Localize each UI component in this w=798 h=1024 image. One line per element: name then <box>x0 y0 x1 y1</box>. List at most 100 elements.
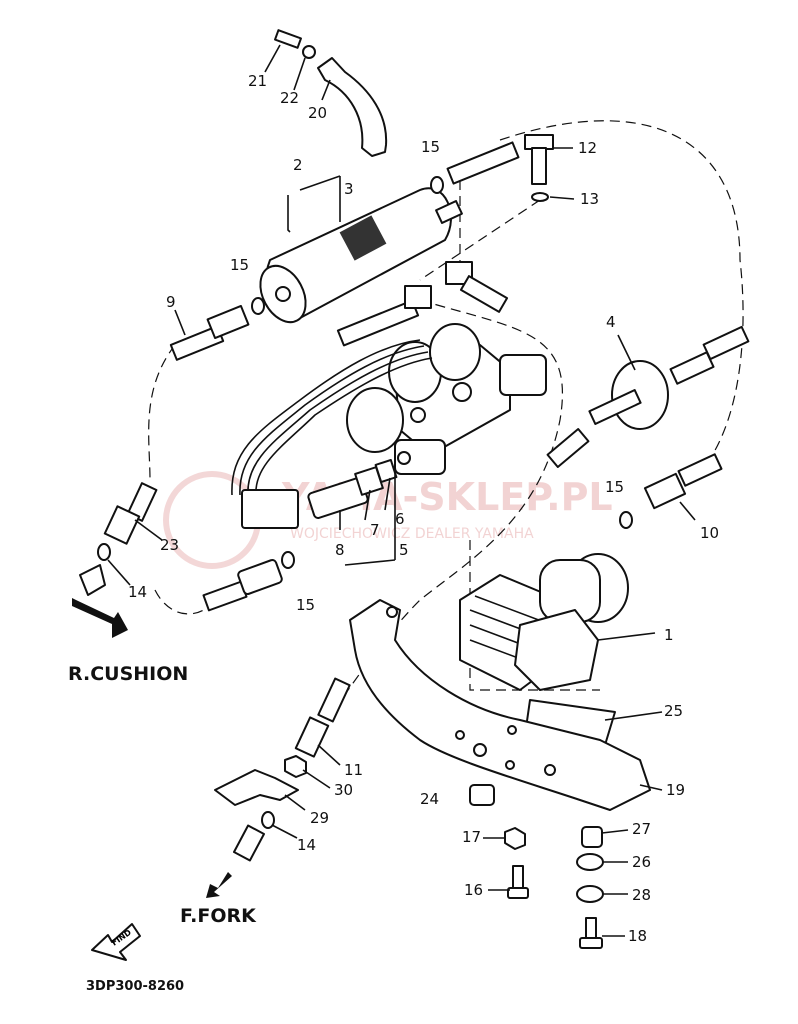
part-number-26: 26 <box>632 853 651 871</box>
leader-20 <box>321 79 331 101</box>
hose-fitting-11-nut <box>294 716 330 758</box>
leader-22 <box>293 57 306 91</box>
part-number-15-upper: 15 <box>421 138 440 156</box>
main-bracket-19 <box>349 599 651 811</box>
leader-9 <box>174 309 186 336</box>
bracket-hole-3 <box>507 725 517 735</box>
bracket-hole-4 <box>544 764 556 776</box>
oring-13 <box>531 192 549 202</box>
bracket-hole-6 <box>505 760 515 770</box>
leader-21 <box>264 44 281 73</box>
leader-19 <box>639 784 663 791</box>
find-arrow-shape <box>91 923 141 961</box>
r-cushion-label: R.CUSHION <box>68 663 188 685</box>
part-number-18: 18 <box>628 927 647 945</box>
part-number-8: 8 <box>335 541 345 559</box>
solenoid-left <box>346 387 404 453</box>
hose-fitting-11-hose <box>317 677 351 723</box>
part-number-28: 28 <box>632 886 651 904</box>
hose-fitting-9-nut <box>206 304 250 340</box>
caution-label-3 <box>339 215 387 261</box>
leader-2-3 <box>287 175 341 233</box>
leader-27 <box>601 829 629 834</box>
r-cushion-arrow <box>72 598 128 638</box>
valve-block-outlet <box>394 439 446 475</box>
hose-fitting-lower-left <box>202 551 295 612</box>
part-number-20: 20 <box>308 104 327 122</box>
leader-7 <box>364 489 371 521</box>
wire-harness-line-2 <box>239 345 425 496</box>
hose-fitting-9 <box>169 297 265 361</box>
part-number-10: 10 <box>700 524 719 542</box>
damper-4-hose-end <box>702 325 750 361</box>
part-number-4: 4 <box>606 313 616 331</box>
valve-block-assembly <box>336 261 547 475</box>
oring-15-upper <box>430 176 444 194</box>
part-number-19: 19 <box>666 781 685 799</box>
damper-4 <box>546 325 750 468</box>
part-number-15-left: 15 <box>230 256 249 274</box>
accumulator-tank-nozzle <box>435 200 463 224</box>
nut-17 <box>504 827 526 850</box>
hose-fitting-upper-body <box>446 141 520 185</box>
valve-fitting-right <box>445 261 473 285</box>
pump-guide-line <box>469 540 600 691</box>
wire-harness <box>231 339 433 529</box>
part-number-6: 6 <box>395 510 405 528</box>
accumulator-tank <box>259 187 463 324</box>
part-number-12: 12 <box>578 139 597 157</box>
leader-4 <box>617 334 636 371</box>
front-fork-line <box>214 677 351 862</box>
wire-connector <box>241 489 299 529</box>
leader-10 <box>679 501 696 521</box>
leader-14-left <box>107 559 131 586</box>
leader-1 <box>597 632 656 641</box>
solenoid-rear <box>429 323 481 381</box>
washer-22-shape <box>302 45 316 59</box>
damper-4-hose-top <box>669 351 715 385</box>
leader-5 <box>344 465 396 566</box>
part-number-5: 5 <box>399 541 409 559</box>
leader-lines <box>107 44 696 937</box>
oring-15-lower <box>281 551 295 569</box>
wire-harness-line-4 <box>255 357 433 496</box>
part-number-22: 22 <box>280 89 299 107</box>
pump-fins <box>469 595 553 669</box>
part-number-17: 17 <box>462 828 481 846</box>
collar-27 <box>581 826 603 848</box>
hose-routing-line-left <box>148 344 176 481</box>
union-bolt-12-head <box>524 134 554 150</box>
hose-fitting-lower-hose <box>202 580 248 612</box>
hose-fitting-10-nut <box>643 472 687 510</box>
hose-fitting-23-nut <box>103 505 141 545</box>
damper-4-stem <box>588 389 642 425</box>
part-number-1: 1 <box>664 626 674 644</box>
hose-fitting-10 <box>619 453 723 529</box>
part-number-30: 30 <box>334 781 353 799</box>
f-fork-arrow <box>206 872 232 898</box>
union-bolt-12-shank <box>531 147 547 185</box>
part-number-9: 9 <box>166 293 176 311</box>
bolt-18 <box>579 917 603 949</box>
leader-23 <box>134 519 163 541</box>
leader-6 <box>384 477 391 511</box>
hose-end-f-fork <box>233 824 265 862</box>
valve-guide-line <box>419 180 541 281</box>
grommet-24 <box>469 784 495 806</box>
clamp-bracket-shape <box>317 57 388 157</box>
watermark: YAMA-SKLEP.PL WOJCIECHOWICZ DEALER YAMAH… <box>163 471 613 569</box>
valve-port-center <box>452 382 472 402</box>
hose-fitting-upper <box>430 141 520 194</box>
nut-30 <box>284 755 307 778</box>
bolt-21-shape <box>274 29 302 49</box>
leader-25 <box>604 711 663 721</box>
watermark-subtitle: WOJCIECHOWICZ DEALER YAMAHA <box>290 526 534 542</box>
valve-port-outlet <box>397 451 411 465</box>
valve-port-left <box>410 407 426 423</box>
leader-30 <box>302 769 331 789</box>
pump-flange <box>514 609 599 691</box>
diagram-code: 3DP300-8260 <box>86 979 184 994</box>
part-number-21: 21 <box>248 72 267 90</box>
accumulator-tank-port <box>275 286 291 302</box>
